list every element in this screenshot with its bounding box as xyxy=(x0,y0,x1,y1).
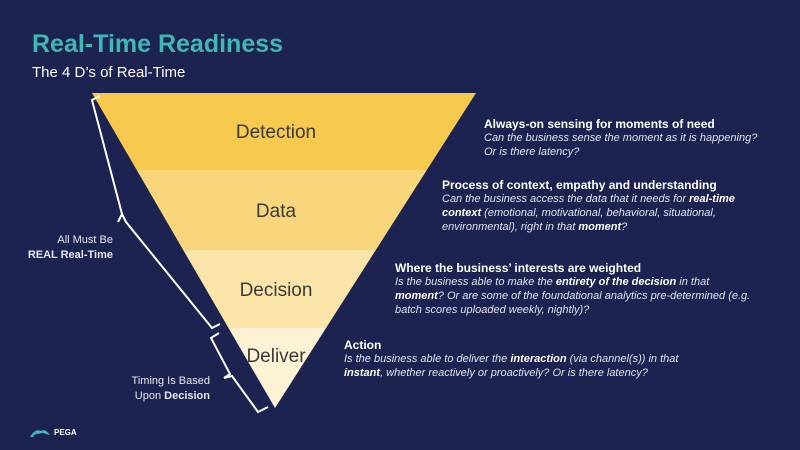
label-text: Upon xyxy=(134,390,165,402)
description-detection: Always-on sensing for moments of need Ca… xyxy=(484,117,764,159)
body-text: ? xyxy=(621,221,628,233)
description-deliver: Action Is the business able to deliver t… xyxy=(344,338,714,380)
body-text: in that xyxy=(676,276,710,288)
pega-logo-icon xyxy=(30,430,50,437)
funnel-band-detection xyxy=(92,93,476,170)
description-data: Process of context, empathy and understa… xyxy=(442,178,772,234)
level-label-deliver: Deliver xyxy=(246,346,306,367)
emphasis-text: moment xyxy=(395,290,438,302)
description-heading: Process of context, empathy and understa… xyxy=(442,178,717,192)
body-text: (via channel(s)) in that xyxy=(566,353,679,365)
description-body: Is the business able to deliver the inte… xyxy=(344,352,714,380)
bracket-real-time xyxy=(90,95,221,330)
emphasis-text: real-time context xyxy=(442,193,735,219)
emphasis-text: moment xyxy=(578,221,622,233)
logo-text: PEGA xyxy=(54,428,77,437)
body-text: , whether reactively or proactively? Or … xyxy=(380,367,648,379)
level-label-data: Data xyxy=(256,201,297,222)
emphasis-text: interaction xyxy=(510,353,567,365)
page-subtitle: The 4 D’s of Real-Time xyxy=(32,64,186,81)
bracket-label-line-bold: REAL Real-Time xyxy=(27,249,113,261)
body-text: ? Or are some of the foundational analyt… xyxy=(395,290,751,316)
description-heading: Action xyxy=(344,338,382,352)
bracket-label-real-time: All Must Be REAL Real-Time xyxy=(20,233,113,263)
bracket-label-line: All Must Be xyxy=(57,234,113,246)
emphasis-text: instant xyxy=(344,367,381,379)
emphasis-text: entirety of the decision xyxy=(555,276,677,288)
bracket-label-timing: Timing Is Based Upon Decision xyxy=(100,374,210,404)
level-label-detection: Detection xyxy=(236,122,316,143)
description-body: Is the business able to make the entiret… xyxy=(395,275,755,317)
bracket-label-line: Timing Is Based xyxy=(131,375,210,387)
page-title: Real-Time Readiness xyxy=(32,30,284,58)
body-text: Can the business sense the moment as it … xyxy=(484,132,758,158)
description-decision: Where the business’ interests are weight… xyxy=(395,261,755,317)
body-text: Is the business able to make the xyxy=(395,276,556,288)
pega-logo: PEGA xyxy=(30,428,77,437)
body-text: Can the business access the data that it… xyxy=(442,193,690,205)
bracket-timing xyxy=(209,332,269,414)
description-heading: Where the business’ interests are weight… xyxy=(395,261,642,275)
bracket-label-line: Upon Decision xyxy=(100,389,210,404)
body-text: (emotional, motivational, behavioral, si… xyxy=(442,207,716,233)
label-bold-text: Decision xyxy=(164,390,210,402)
level-label-decision: Decision xyxy=(240,280,313,301)
description-heading: Always-on sensing for moments of need xyxy=(484,117,715,131)
body-text: Is the business able to deliver the xyxy=(344,353,511,365)
description-body: Can the business sense the moment as it … xyxy=(484,131,764,159)
description-body: Can the business access the data that it… xyxy=(442,192,772,234)
